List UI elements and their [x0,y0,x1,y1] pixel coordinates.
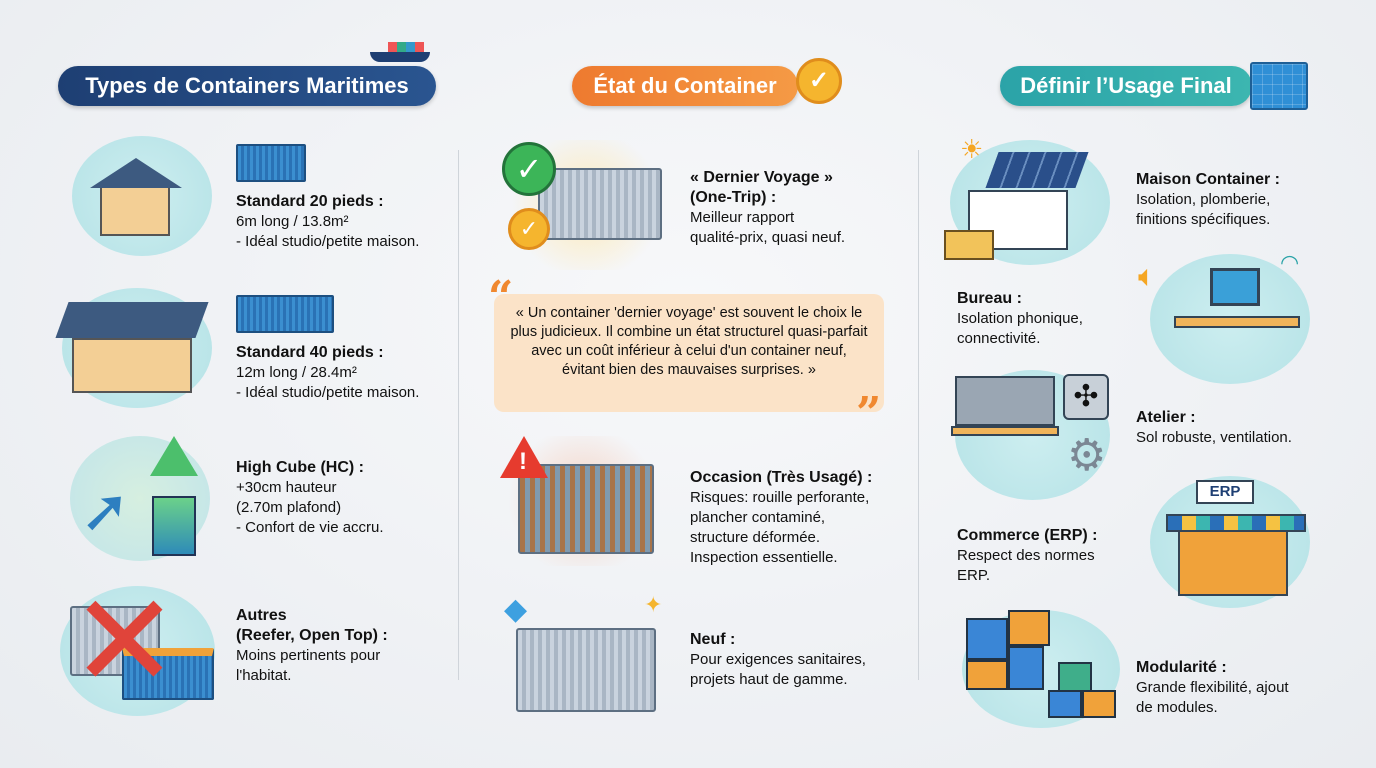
large-house-illustration [55,288,212,408]
award-medal-icon: ✓ [796,58,842,104]
erp-sign: ERP [1196,480,1254,504]
new-container-illustration: ◆✦ [504,592,664,722]
divider [458,150,459,680]
header-etat: État du Container [572,66,798,106]
used-container-illustration: ! [498,436,668,566]
workshop-illustration: ✣⚙ [951,370,1110,500]
type-40ft: Standard 40 pieds :12m long / 28.4m²- Id… [236,344,420,401]
header-usage: Définir l’Usage Final [1000,66,1252,106]
small-house-illustration [72,136,212,256]
header-types: Types de Containers Maritimes [58,66,436,106]
type-high-cube: High Cube (HC) :+30cm hauteur(2.70m plaf… [236,459,384,536]
reefer-opentop-illustration: ✕ [60,576,215,716]
type-20ft: Standard 20 pieds :6m long / 13.8m²- Idé… [236,193,420,250]
usage-atelier: Atelier :Sol robuste, ventilation. [1136,409,1292,446]
modularity-illustration [962,610,1120,728]
open-quote-icon: “ [488,272,514,323]
type-autres: Autres(Reefer, Open Top) :Moins pertinen… [236,607,388,684]
office-illustration: 🔈︎◠ [1138,250,1310,384]
close-quote-icon: ” [856,388,882,439]
container-20ft-icon [236,144,306,182]
etat-neuf: Neuf :Pour exigences sanitaires,projets … [690,631,866,688]
divider [918,150,919,680]
container-house-illustration: ☀ [944,134,1110,265]
usage-maison: Maison Container :Isolation, plomberie,f… [1136,171,1281,228]
shop-illustration: ERP [1150,476,1310,608]
etat-occasion: Occasion (Très Usagé) :Risques: rouille … [690,469,873,566]
usage-bureau: Bureau :Isolation phonique,connectivité. [957,290,1083,347]
one-trip-illustration: ✓✓ [502,140,672,270]
high-cube-illustration: ➚ [70,436,210,561]
etat-dernier-voyage: « Dernier Voyage »(One-Trip) :Meilleur r… [690,169,846,246]
quote-box: « Un container 'dernier voyage' est souv… [494,294,884,412]
blueprint-pencil-icon [1250,62,1308,110]
container-40ft-icon [236,295,334,333]
ship-icon [370,38,430,62]
